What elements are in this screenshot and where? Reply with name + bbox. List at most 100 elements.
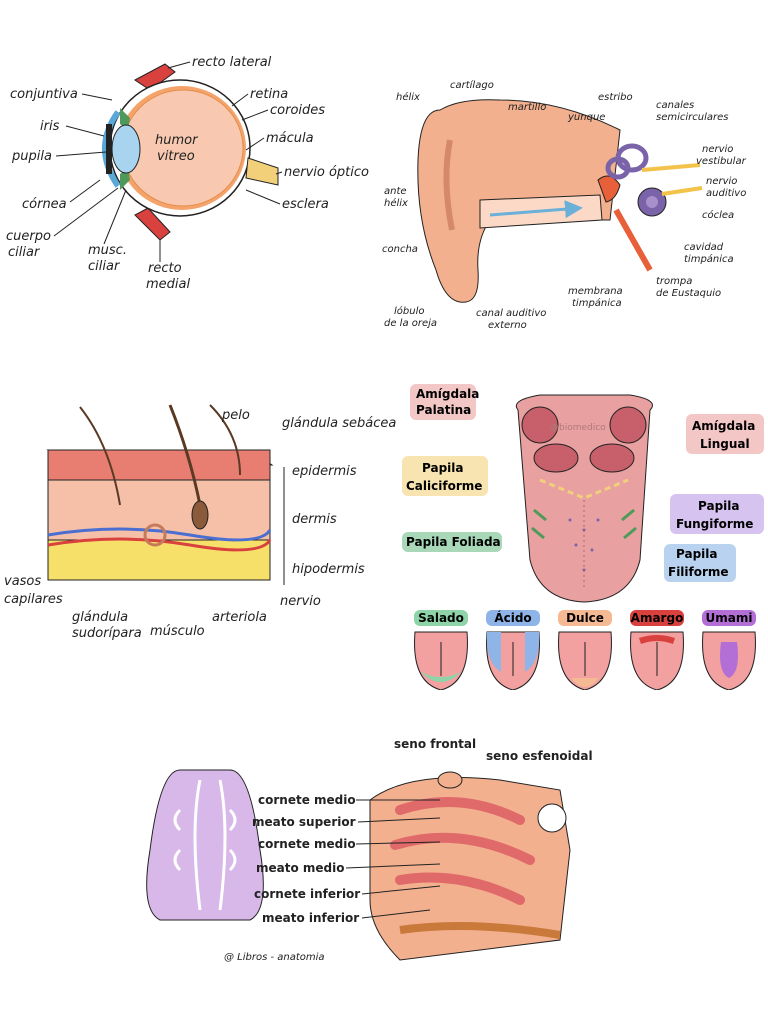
taste-label: Salado (418, 611, 464, 625)
taste-zone-4: Umami (702, 610, 756, 690)
svg-text:Amígdala: Amígdala (416, 387, 479, 401)
ear-diagram: cartílago hélix martillo estribo canales… (382, 79, 747, 331)
label-recto: recto (148, 261, 182, 276)
label-vestibular: vestibular (696, 156, 747, 167)
label-cavidad: cavidad (684, 242, 724, 253)
label-arteriola: arteriola (212, 610, 267, 625)
lateral-rectus-muscle (134, 63, 176, 91)
label-seno-esfenoidal: seno esfenoidal (486, 749, 593, 763)
lingual-tonsil (533, 443, 579, 473)
label-esclera: esclera (282, 197, 329, 212)
taste-zone-1: Ácido (486, 610, 540, 690)
label-cartilago: cartílago (450, 79, 494, 91)
circumvallate-papillae (539, 478, 629, 500)
label-meato-superior: meato superior (252, 815, 356, 829)
taste-zone-2: Dulce (558, 610, 612, 690)
lens (111, 124, 141, 174)
cornea (102, 110, 121, 188)
label-recto-lateral: recto lateral (192, 55, 272, 70)
eustachian-tube (613, 208, 653, 272)
label-membrana-timpanica: timpánica (572, 297, 622, 309)
label-musculo: músculo (150, 624, 205, 639)
label-iris: iris (40, 119, 60, 134)
label-cornea: córnea (22, 197, 67, 212)
label-estribo: estribo (598, 92, 633, 103)
label-dermis: dermis (292, 512, 337, 527)
label-cuerpo: cuerpo (6, 229, 51, 244)
blood-vessels (47, 537, 272, 552)
foliate-papillae (531, 508, 637, 540)
tag-amigdala-palatina (410, 384, 476, 420)
vestibular-nerve (641, 163, 701, 172)
label-ciliar: ciliar (8, 245, 41, 260)
svg-text:Fungiforme: Fungiforme (676, 517, 753, 531)
label-nervio-auditivo: nervio (706, 176, 737, 187)
tag-amigdala-lingual (686, 414, 764, 454)
frontal-sinus (437, 771, 463, 789)
epidermis-layer (47, 449, 271, 481)
label-lobulo: lóbulo (394, 305, 424, 317)
sphenoid-sinus (537, 803, 567, 833)
ossicles (597, 175, 621, 203)
taste-label: Amargo (631, 611, 684, 625)
label-humor: humor (155, 133, 199, 148)
label-coroides: coroides (270, 103, 325, 118)
palate (399, 922, 561, 939)
label-de-la-oreja: de la oreja (384, 318, 437, 329)
label-pelo: pelo (221, 408, 250, 423)
sweat-gland (143, 523, 167, 547)
label-cornete-medio: cornete medio (258, 793, 356, 807)
taste-region (720, 642, 738, 678)
taste-zone-0: Salado (414, 610, 468, 690)
taste-region (639, 635, 675, 644)
svg-text:Papila: Papila (422, 461, 463, 475)
label-capilares: capilares (4, 592, 63, 607)
label-concha: concha (382, 244, 418, 255)
vitreous-humor (122, 89, 244, 207)
taste-tag (486, 610, 540, 626)
taste-zone-3: Amargo (630, 610, 684, 690)
ciliary-body (120, 108, 130, 130)
label-vitreo: vitreo (157, 149, 195, 164)
taste-region (571, 678, 599, 687)
svg-text:Filiforme: Filiforme (668, 565, 729, 579)
taste-label: Umami (706, 611, 753, 625)
tag-papila-filiforme (664, 544, 736, 582)
label-retina: retina (250, 87, 288, 102)
iris (106, 124, 112, 174)
label-nervio: nervio (280, 594, 321, 609)
label-externo: externo (488, 320, 527, 331)
label-seno-frontal: seno frontal (394, 737, 476, 751)
taste-region (486, 632, 540, 672)
label-canal-auditivo: canal auditivo (476, 308, 546, 319)
nose-diagram: seno frontal seno esfenoidal cornete med… (146, 737, 593, 963)
nasal-frontal-view (146, 769, 264, 921)
svg-text:Papila: Papila (698, 499, 739, 513)
svg-text:Caliciforme: Caliciforme (406, 479, 482, 493)
taste-tag (558, 610, 612, 626)
optic-nerve (245, 157, 279, 186)
label-meato-inferior: meato inferior (262, 911, 359, 925)
tag-papila-foliada (402, 532, 502, 552)
eye-diagram: recto lateral conjuntiva retina coroides… (6, 55, 369, 292)
svg-text:Amígdala: Amígdala (692, 419, 755, 433)
watermark: @biomedico (550, 423, 606, 433)
label-auditivo: auditivo (706, 188, 746, 199)
taste-label: Dulce (566, 611, 604, 625)
taste-tag (630, 610, 684, 626)
svg-text:Palatina: Palatina (416, 403, 471, 417)
svg-text:Lingual: Lingual (700, 437, 750, 451)
tag-papila-caliciforme (402, 456, 488, 496)
label-cornete-inferior: cornete inferior (254, 887, 360, 901)
taste-region (421, 672, 461, 682)
label-yunque: yunque (567, 112, 605, 123)
label-helix: hélix (396, 91, 420, 103)
label-timpanica: timpánica (684, 253, 734, 265)
credit: @ Libros - anatomia (224, 952, 325, 963)
label-nervio-optico: nervio óptico (284, 165, 369, 180)
palatine-tonsil (521, 406, 559, 444)
label-nervio-vestibular: nervio (702, 144, 733, 155)
svg-text:Papila: Papila (676, 547, 717, 561)
label-musc-ciliar: ciliar (88, 259, 121, 274)
label-antehelix-2: hélix (384, 197, 408, 209)
